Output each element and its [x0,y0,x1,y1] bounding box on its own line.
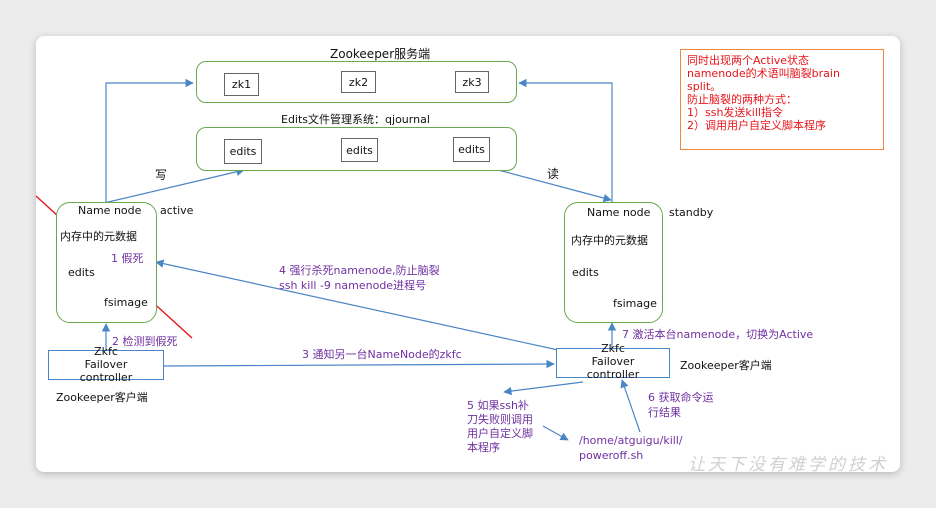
zk-node-2: zk2 [341,71,376,93]
active-state-label: active [160,204,194,217]
edits-node-1: edits [224,139,262,164]
left-zk-client-label: Zookeeper客户端 [56,391,148,404]
fallback-arrow [503,381,584,396]
kill-step-label: 4 强行杀死namenode,防止脑裂 ssh kill -9 namenode… [279,263,440,293]
fallback-line-4: 本程序 [467,441,500,454]
edits-node-3: edits [453,137,490,162]
kill-step-line-1: 4 强行杀死namenode,防止脑裂 [279,264,440,277]
result-line-2: 行结果 [648,406,681,419]
zk-node-3: zk3 [455,71,489,93]
standby-memory-label: 内存中的元数据 [571,234,648,247]
right-zk-client-label: Zookeeper客户端 [680,359,772,372]
server-title: Zookeeper服务端 [330,47,431,61]
active-to-zk-arrow [105,78,194,202]
standby-fsimage-label: fsimage [613,297,657,310]
result-arrow [620,379,641,433]
standby-namenode-title: Name node [587,206,651,219]
left-zkfc-text: Zkfc Failover controller [48,345,164,384]
note-line-4: 防止脑裂的两种方式： [687,93,797,106]
activate-step-label: 7 激活本台namenode，切换为Active [622,328,814,341]
active-memory-label: 内存中的元数据 [60,230,137,243]
script-path-line-2: poweroff.sh [579,449,644,462]
fallback-line-2: 刀失败则调用 [467,413,533,426]
result-line-1: 6 获取命令运 [648,391,714,404]
left-zkfc-box [48,350,164,380]
notify-step-label: 3 通知另一台NameNode的zkfc [302,348,462,361]
standby-edits-label: edits [572,266,599,279]
note-line-5: 1）ssh发送kill指令 [687,106,783,119]
watermark: 让天下没有难学的技术 [688,455,888,475]
active-namenode-title: Name node [78,204,142,217]
left-zkfc-line-1: Zkfc [94,345,118,358]
note-line-6: 2）调用用户自定义脚本程序 [687,119,826,132]
kill-step-line-2: ssh kill -9 namenode进程号 [279,279,427,292]
right-zkfc-box [556,348,670,378]
standby-state-label: standby [669,206,714,219]
fallback-line-3: 用户自定义脚 [467,427,533,440]
detect-step-label: 2 检测到假死 [112,335,178,348]
script-arrow [542,425,569,441]
left-zkfc-line-3: controller [79,371,133,384]
edits-node-2: edits [341,138,378,162]
fallback-step-label: 5 如果ssh补 刀失败则调用 用户自定义脚 本程序 [467,399,533,455]
left-zkfc-line-2: Failover [84,358,128,371]
note-line-3: split。 [687,80,722,93]
note-line-1: 同时出现两个Active状态 [687,54,810,67]
kill-arrow [155,259,559,351]
fake-death-label: 1 假死 [111,252,144,265]
right-zkfc-line-1: Zkfc [601,342,625,355]
active-edits-label: edits [68,266,95,279]
right-zkfc-line-3: controller [586,368,640,381]
result-step-label: 6 获取命令运 行结果 [648,390,714,420]
script-path-line-1: /home/atguigu/kill/ [579,434,683,447]
zk-node-1: zk1 [224,73,259,96]
standby-namenode [564,202,663,323]
right-zkfc-text: Zkfc Failover controller [556,342,670,381]
active-fsimage-label: fsimage [104,296,148,309]
read-arrow [486,166,612,203]
write-label: 写 [155,168,168,182]
notify-arrow [163,359,555,369]
write-arrow [103,167,245,204]
edits-system-title: Edits文件管理系统：qjournal [281,113,430,126]
read-label: 读 [547,167,560,181]
note-line-2: namenode的术语叫脑裂brain [687,67,840,80]
brain-split-note: 同时出现两个Active状态 namenode的术语叫脑裂brain split… [680,49,884,150]
active-namenode [56,202,157,323]
right-zkfc-line-2: Failover [591,355,635,368]
script-path-label: /home/atguigu/kill/ poweroff.sh [579,433,683,463]
standby-to-zk-arrow [518,78,613,202]
fallback-line-1: 5 如果ssh补 [467,399,529,412]
